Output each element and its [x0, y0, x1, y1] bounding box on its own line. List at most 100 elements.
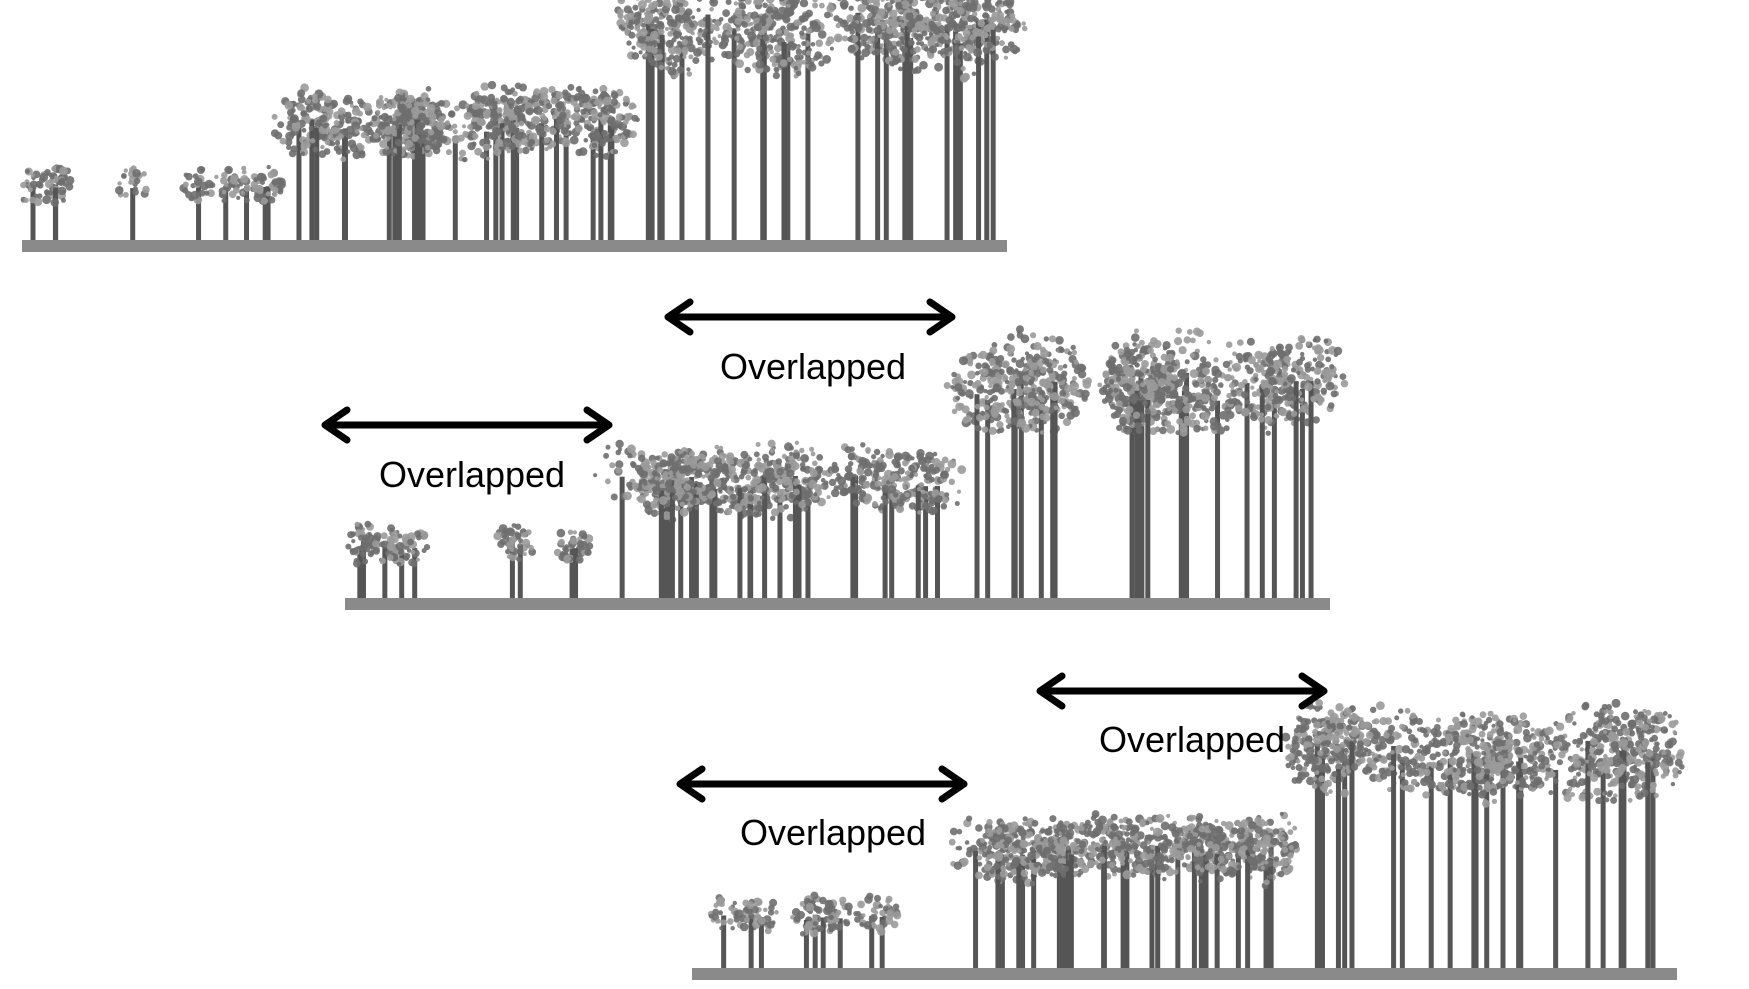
leaf-blob	[1322, 378, 1328, 384]
leaf-blob	[240, 190, 245, 195]
leaf-blob	[516, 548, 524, 555]
leaf-blob	[942, 6, 950, 15]
leaf-blob	[1316, 370, 1321, 375]
leaf-blob	[877, 475, 882, 481]
leaf-blob	[682, 54, 687, 60]
leaf-blob	[743, 916, 750, 923]
leaf-blob	[277, 180, 286, 189]
leaf-blob	[1135, 427, 1143, 435]
leaf-blob	[721, 499, 727, 504]
leaf-blob	[953, 5, 958, 11]
leaf-blob	[1040, 367, 1047, 374]
leaf-blob	[763, 907, 768, 913]
leaf-blob	[902, 485, 907, 490]
leaf-blob	[694, 472, 701, 478]
leaf-blob	[517, 112, 526, 122]
tree-trunk	[659, 34, 665, 240]
leaf-blob	[982, 46, 990, 54]
tree-trunk	[1308, 380, 1314, 598]
leaf-blob	[822, 55, 832, 64]
leaf-blob	[1084, 377, 1092, 385]
leaf-blob	[375, 98, 385, 107]
leaf-blob	[678, 465, 688, 474]
leaf-blob	[369, 137, 374, 142]
leaf-blob	[835, 22, 841, 29]
leaf-blob	[1157, 378, 1167, 387]
leaf-blob	[873, 448, 881, 456]
leaf-blob	[1134, 422, 1141, 429]
leaf-blob	[674, 47, 682, 55]
leaf-blob	[1133, 347, 1138, 353]
leaf-blob	[867, 21, 872, 26]
leaf-blob	[1115, 406, 1123, 414]
leaf-blob	[417, 112, 427, 121]
leaf-blob	[681, 12, 691, 22]
leaf-blob	[623, 112, 632, 122]
tree-trunk	[781, 42, 787, 240]
leaf-blob	[859, 922, 865, 927]
leaf-blob	[1255, 404, 1261, 410]
leaf-blob	[132, 169, 141, 178]
leaf-blob	[1251, 391, 1258, 398]
leaf-blob	[1143, 378, 1150, 385]
leaf-blob	[1065, 401, 1074, 409]
leaf-blob	[512, 90, 518, 97]
leaf-blob	[799, 16, 807, 23]
tree-trunk	[452, 135, 458, 240]
leaf-blob	[768, 909, 775, 916]
leaf-blob	[689, 450, 695, 457]
leaf-blob	[944, 23, 954, 32]
leaf-blob	[427, 129, 435, 136]
leaf-blob	[1023, 367, 1028, 372]
leaf-blob	[1189, 369, 1199, 379]
leaf-blob	[921, 501, 930, 510]
leaf-blob	[562, 89, 569, 96]
leaf-blob	[916, 486, 922, 492]
leaf-blob	[821, 470, 828, 476]
leaf-blob	[198, 189, 206, 197]
leaf-blob	[322, 123, 329, 129]
leaf-blob	[354, 521, 360, 527]
leaf-blob	[627, 453, 633, 459]
leaf-blob	[576, 556, 584, 564]
leaf-blob	[556, 107, 562, 112]
leaf-blob	[345, 543, 352, 550]
leaf-blob	[696, 7, 701, 13]
leaf-blob	[1142, 400, 1148, 406]
leaf-blob	[378, 121, 387, 130]
leaf-blob	[914, 46, 921, 53]
leaf-blob	[718, 489, 723, 494]
leaf-blob	[1256, 392, 1262, 397]
leaf-blob	[689, 460, 698, 469]
leaf-blob	[810, 42, 816, 47]
leaf-blob	[686, 71, 693, 77]
leaf-blob	[718, 452, 727, 461]
leaf-blob	[717, 466, 724, 473]
leaf-blob	[1232, 362, 1242, 372]
leaf-blob	[937, 21, 942, 27]
leaf-blob	[725, 0, 732, 5]
leaf-blob	[849, 446, 855, 452]
leaf-blob	[391, 124, 396, 130]
leaf-blob	[739, 922, 749, 932]
leaf-blob	[373, 532, 382, 541]
leaf-blob	[790, 915, 795, 920]
leaf-blob	[758, 917, 766, 925]
leaf-blob	[762, 65, 771, 73]
leaf-blob	[990, 16, 997, 23]
leaf-blob	[615, 467, 622, 474]
leaf-blob	[417, 138, 422, 144]
leaf-blob	[925, 36, 930, 41]
leaf-blob	[733, 474, 738, 480]
leaf-blob	[799, 30, 805, 36]
leaf-blob	[824, 11, 831, 19]
tree-trunk	[1139, 400, 1145, 598]
leaf-blob	[762, 453, 769, 461]
tree-trunk	[382, 546, 388, 598]
tree-trunk	[1271, 402, 1277, 598]
leaf-blob	[876, 486, 881, 491]
leaf-blob	[492, 100, 498, 106]
leaf-blob	[698, 28, 703, 33]
leaf-blob	[1230, 389, 1238, 398]
leaf-blob	[1067, 351, 1073, 356]
